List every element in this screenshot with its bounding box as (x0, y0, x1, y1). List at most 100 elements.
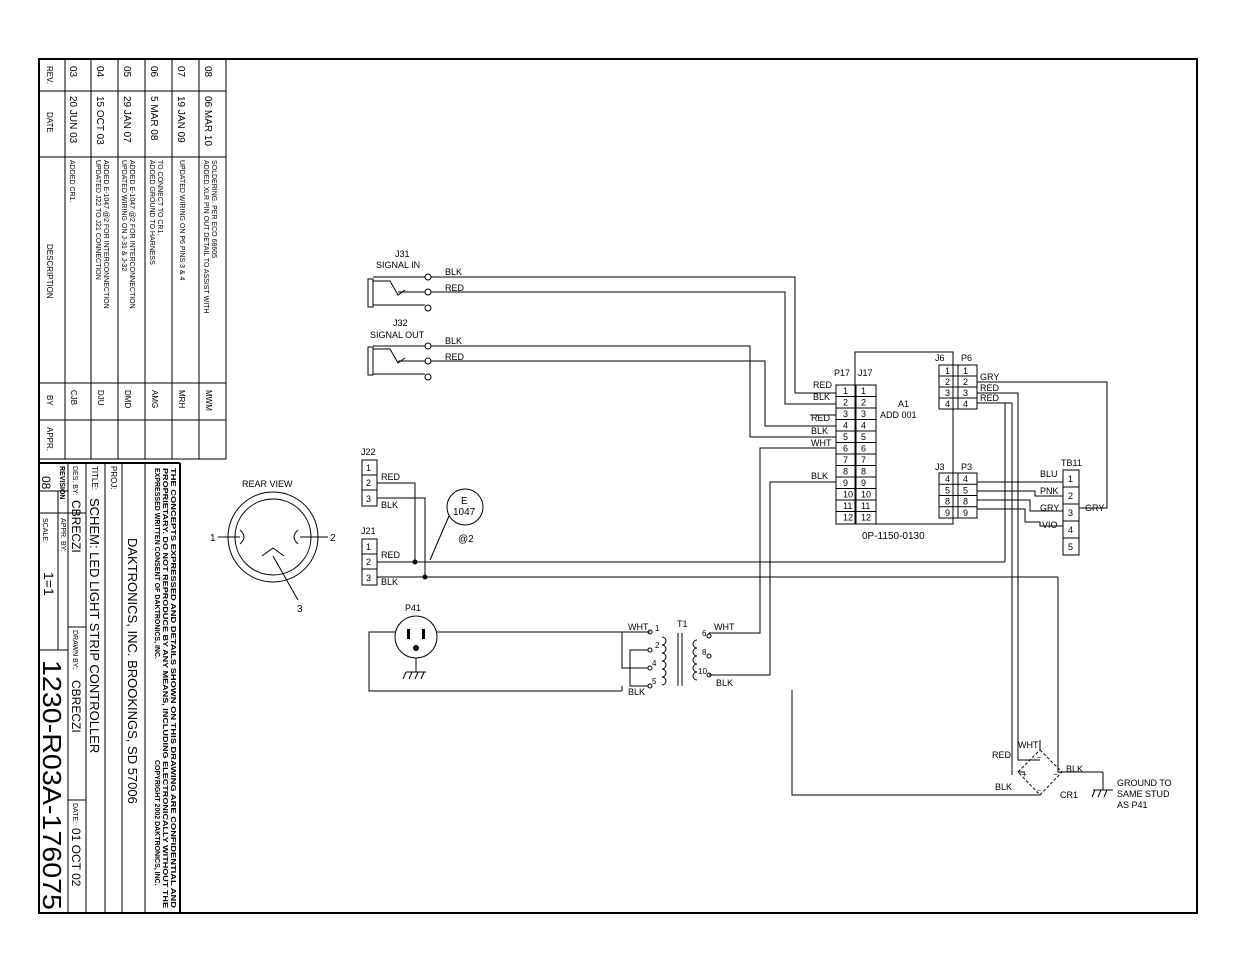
svg-text:~: ~ (1037, 788, 1041, 795)
j17-pin-label: 5 (843, 432, 848, 442)
j21-connector: J21 1 2 3 RED BLK (361, 526, 401, 587)
date-header: DATE (45, 112, 54, 133)
p17-pin-label: 6 (861, 444, 866, 454)
drawing-title: SCHEM: LED LIGHT STRIP CONTROLLER (87, 498, 102, 753)
j17-pin-label: 11 (843, 501, 852, 511)
svg-text:WHT: WHT (628, 622, 649, 632)
svg-text:+: + (1022, 770, 1027, 779)
svg-text:WHT: WHT (811, 438, 832, 448)
svg-text:J17: J17 (858, 368, 873, 378)
j21-j22-wiring (377, 482, 1058, 580)
p6-pin-label: 1 (963, 366, 968, 376)
svg-text:J21: J21 (361, 526, 376, 536)
svg-text:07: 07 (175, 66, 186, 78)
e1047-callout: E 1047 @2 (429, 488, 484, 561)
j3-pin-label: 4 (945, 474, 950, 484)
svg-text:DJU: DJU (96, 390, 105, 406)
j3-pin-label: 8 (945, 497, 950, 507)
j3-pin-label: 9 (945, 508, 950, 518)
j32-connector: J32 SIGNAL OUT BLK RED (367, 318, 465, 381)
svg-text:3: 3 (366, 573, 371, 583)
svg-text:06 MAR 10: 06 MAR 10 (202, 96, 213, 146)
p17-pin-label: 1 (861, 386, 866, 396)
svg-text:BLK: BLK (628, 687, 645, 697)
rear-view-detail: REAR VIEW 1 2 3 (210, 479, 336, 615)
svg-text:CJB: CJB (69, 390, 78, 405)
svg-text:VIO: VIO (1042, 520, 1058, 530)
notice-line-3: EXPRESSED WRITTEN CONSENT OF DAKTRONICS,… (153, 468, 160, 659)
revision-table: REV. DATE DESCRIPTION BY APPR. 08 06 MAR… (38, 58, 227, 460)
svg-text:RED: RED (992, 750, 1012, 760)
svg-text:SIGNAL OUT: SIGNAL OUT (370, 330, 425, 340)
svg-text:A1: A1 (898, 399, 909, 409)
svg-text:2: 2 (366, 478, 371, 488)
svg-text:P17: P17 (834, 368, 850, 378)
svg-text:08: 08 (202, 66, 213, 78)
svg-text:UPDATED WIRING ON J-31 & J-32: UPDATED WIRING ON J-31 & J-32 (120, 160, 127, 271)
svg-text:GRY: GRY (1040, 503, 1059, 513)
a1-module: A1 ADD 001 0P-1150-0130 (854, 351, 954, 542)
svg-text:PNK: PNK (1040, 486, 1059, 496)
svg-text:1: 1 (655, 624, 660, 633)
svg-text:MWM: MWM (204, 390, 213, 411)
svg-text:J6: J6 (935, 353, 945, 363)
svg-text:04: 04 (94, 66, 105, 78)
appr-header: APPR. (45, 427, 54, 451)
svg-text:BLK: BLK (811, 426, 828, 436)
appr-label: APPR. BY: (59, 518, 66, 552)
proj-label: PROJ: (109, 466, 118, 490)
svg-text:BLK: BLK (813, 392, 830, 402)
svg-text:J3: J3 (935, 462, 945, 472)
svg-text:ADD 001: ADD 001 (880, 410, 917, 420)
svg-text:RED: RED (813, 380, 833, 390)
svg-text:J22: J22 (361, 447, 376, 457)
j22-connector: J22 1 2 3 RED BLK (361, 447, 401, 510)
svg-text:20 JUN 03: 20 JUN 03 (67, 96, 78, 144)
svg-text:10: 10 (698, 667, 707, 676)
svg-text:SOLDERING. PER ECO 68605: SOLDERING. PER ECO 68605 (210, 160, 217, 258)
svg-text:BLK: BLK (1066, 764, 1083, 774)
j3-pin-label: 5 (945, 485, 950, 495)
svg-text:2: 2 (366, 557, 371, 567)
p17-pin-label: 3 (861, 409, 866, 419)
pin-2-label: 2 (330, 533, 336, 544)
drawn-label: DRAWN BY: (71, 630, 78, 669)
p17-pin-label: 11 (861, 501, 870, 511)
p6-pin-label: 4 (963, 399, 968, 409)
sheet-border (38, 58, 1198, 914)
svg-text:UPDATED WIRING ON P6 PINS 3 &: UPDATED WIRING ON P6 PINS 3 & 4 (178, 160, 185, 281)
ground-note: GROUND TO SAME STUD AS P41 (1091, 772, 1172, 810)
revision-row: 03 20 JUN 03 ADDED CR1. CJB (67, 66, 78, 405)
revision-row: 07 19 JAN 09 UPDATED WIRING ON P6 PINS 3… (175, 66, 186, 408)
p17-pin-label: 4 (861, 421, 866, 431)
svg-text:RED: RED (381, 472, 401, 482)
des-label: DES. BY: (71, 466, 78, 495)
svg-text:RED: RED (811, 413, 831, 423)
svg-text:CR1: CR1 (1060, 790, 1078, 800)
title-label: TITLE: (90, 466, 99, 490)
p17-pin-label: 9 (861, 478, 866, 488)
p17-pin-label: 10 (861, 490, 871, 500)
p6-pin-label: 2 (963, 377, 968, 387)
svg-text:GROUND TO: GROUND TO (1117, 778, 1172, 788)
p3-pin-label: 5 (963, 485, 968, 495)
drawing-date: 01 OCT 02 (69, 828, 83, 887)
svg-text:BLK: BLK (811, 471, 828, 481)
scale-value: 1=1 (41, 572, 57, 596)
p6-pin-label: 3 (963, 388, 968, 398)
tb11-pin-label: 2 (1068, 491, 1073, 501)
svg-text:ADDED CR1.: ADDED CR1. (68, 160, 75, 202)
description-header: DESCRIPTION (45, 244, 54, 299)
j31-connector: J31 SIGNAL IN BLK RED (367, 249, 465, 312)
j6-pin-label: 4 (945, 399, 950, 409)
svg-text:@2: @2 (458, 534, 474, 545)
j17-pin-label: 2 (843, 398, 848, 408)
svg-text:UPDATED J22 TO J21 CONNECTION: UPDATED J22 TO J21 CONNECTION (94, 160, 101, 280)
svg-text:BLU: BLU (1040, 469, 1058, 479)
rev-header: REV. (45, 66, 54, 84)
j17-pin-label: 1 (843, 386, 848, 396)
p17-pin-label: 2 (861, 398, 866, 408)
